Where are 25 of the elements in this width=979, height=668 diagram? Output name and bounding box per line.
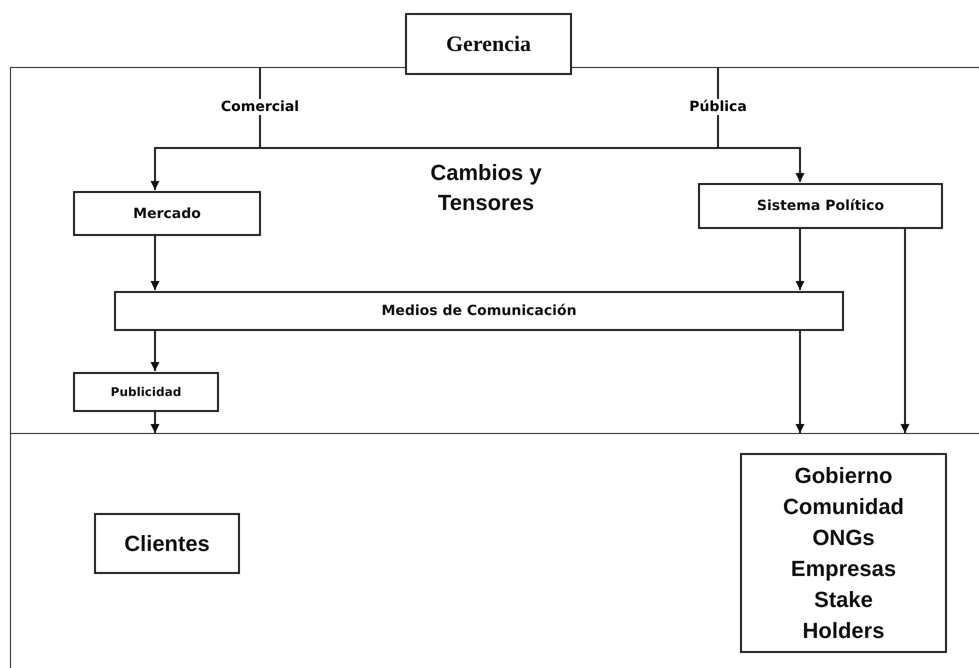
box-label: Gerencia <box>446 31 532 57</box>
process-box <box>114 291 844 331</box>
arrow <box>796 228 804 290</box>
region-panel <box>10 67 979 433</box>
arrow <box>717 68 804 182</box>
box-label: Sistema Político <box>756 198 884 214</box>
arrow <box>150 330 160 371</box>
box-label: Publicidad <box>110 385 182 399</box>
arrow <box>796 330 804 433</box>
process-box <box>73 191 261 236</box>
process-box <box>698 183 943 229</box>
arrow <box>150 68 261 190</box>
region-panel <box>10 433 979 668</box>
box-label: Clientes <box>124 530 210 556</box>
box-label: Medios de Comunicación <box>381 303 577 319</box>
process-box <box>73 372 219 412</box>
process-box <box>405 13 572 75</box>
box-label: Gobierno Comunidad ONGs Empresas Stake Holders <box>782 462 905 645</box>
process-box <box>740 453 947 653</box>
arrow <box>900 228 910 433</box>
arrow <box>150 235 160 290</box>
box-label: Mercado <box>133 206 201 222</box>
arrow <box>150 411 160 433</box>
heading-text: Cambios y Tensores <box>429 159 543 217</box>
process-box <box>94 513 240 574</box>
